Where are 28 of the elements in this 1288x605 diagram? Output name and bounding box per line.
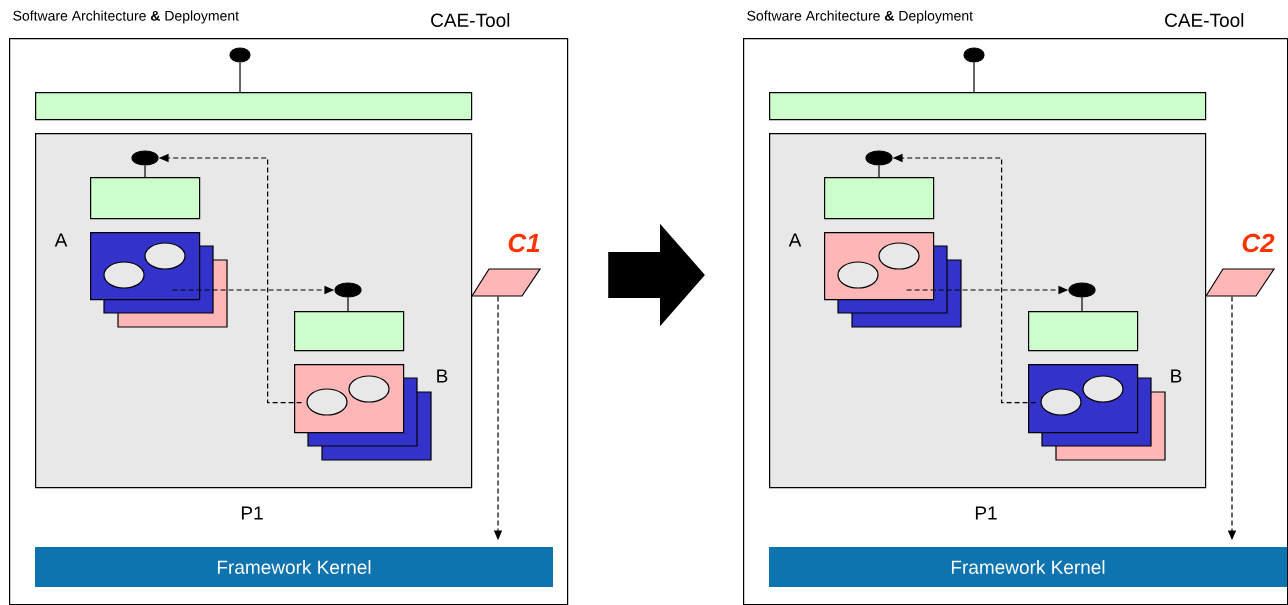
process-label: P1: [975, 506, 997, 520]
process-label: P1: [241, 506, 263, 520]
card-label: A: [54, 233, 68, 247]
interface-bar: [769, 92, 1207, 121]
card-label: B: [1171, 369, 1182, 383]
stem-line: [347, 297, 349, 312]
heading: Software Architecture & Deployment: [13, 10, 239, 24]
component-box: [824, 177, 935, 220]
card-label: B: [437, 369, 448, 383]
interface-bar: [35, 92, 473, 121]
tool-label: CAE-Tool: [1165, 13, 1244, 27]
interface-ellipse: [229, 47, 251, 63]
component-box: [294, 311, 405, 352]
kernel-bar: Framework Kernel: [35, 547, 553, 587]
stem-line: [878, 165, 880, 178]
stem-line: [239, 62, 241, 93]
port-label: C1: [508, 233, 540, 253]
stem-line: [973, 62, 975, 93]
port-label: C2: [1242, 233, 1275, 253]
component-box: [90, 177, 201, 220]
tool-label: CAE-Tool: [431, 13, 510, 27]
stem-line: [144, 165, 146, 178]
kernel-bar: Framework Kernel: [769, 547, 1287, 587]
interface-ellipse: [963, 47, 985, 63]
component-box: [1028, 311, 1139, 352]
heading: Software Architecture & Deployment: [747, 10, 973, 24]
stem-line: [1081, 297, 1083, 312]
card-label: A: [788, 233, 802, 247]
